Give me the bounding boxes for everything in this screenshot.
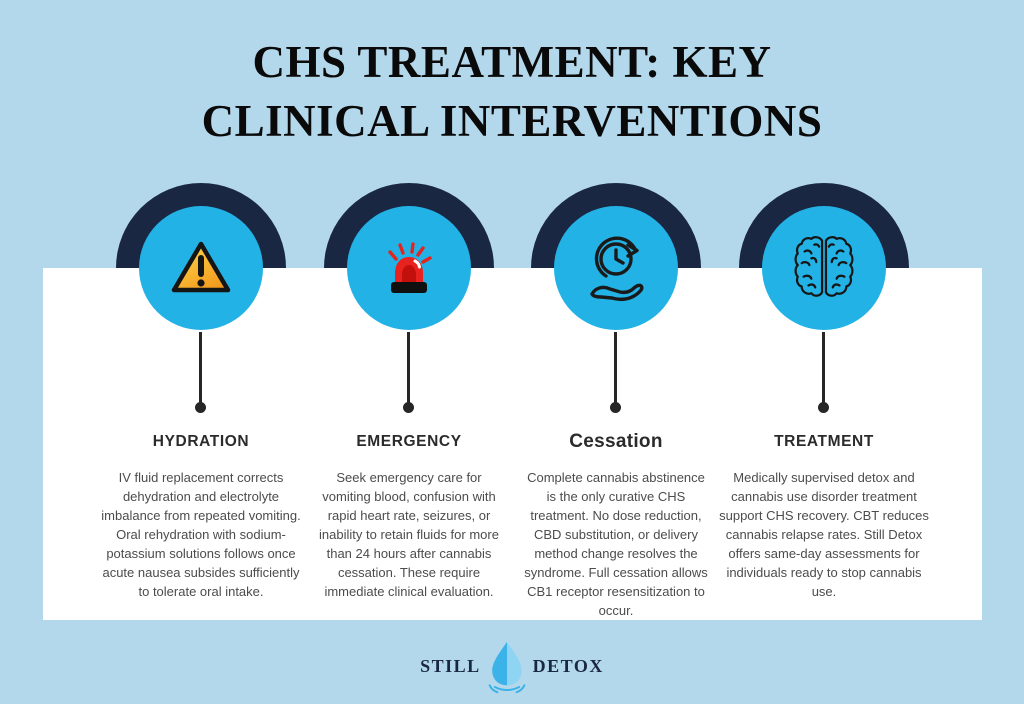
section-title-hydration: HYDRATION: [152, 433, 250, 450]
logo-word-detox: DETOX: [532, 655, 604, 676]
connector-stem: [614, 332, 617, 404]
column-cessation: Cessation Complete cannabis abstinence i…: [506, 183, 726, 618]
page-title: CHS TREATMENT: KEY CLINICAL INTERVENTION…: [0, 33, 1024, 151]
column-treatment: TREATMENT Medically supervised detox and…: [714, 183, 934, 613]
connector-dot: [195, 402, 206, 413]
page-title-line2: CLINICAL INTERVENTIONS: [201, 96, 823, 146]
brain-icon: [794, 236, 854, 297]
column-emergency: EMERGENCY Seek emergency care for vomiti…: [299, 183, 519, 613]
section-body-treatment: Medically supervised detox and cannabis …: [719, 470, 929, 599]
section-title-treatment: TREATMENT: [774, 433, 874, 450]
connector-dot: [403, 402, 414, 413]
section-body-hydration: IV fluid replacement corrects dehydratio…: [101, 470, 301, 599]
section-title-cessation: Cessation: [569, 431, 663, 452]
connector-stem: [199, 332, 202, 404]
section-body-emergency: Seek emergency care for vomiting blood, …: [319, 470, 499, 599]
logo-word-still: STILL: [420, 655, 481, 676]
icon-bubble: [139, 206, 263, 330]
section-title-emergency: EMERGENCY: [356, 433, 462, 450]
page-title-line1: CHS TREATMENT: KEY: [252, 37, 772, 87]
icon-bubble: [347, 206, 471, 330]
still-detox-logo: STILL DETOX: [0, 636, 1024, 696]
water-droplet-icon: [488, 641, 526, 694]
connector-stem: [407, 332, 410, 404]
column-hydration: HYDRATION IV fluid replacement corrects …: [91, 183, 311, 613]
warning-triangle-icon: [171, 241, 231, 293]
connector-stem: [822, 332, 825, 404]
icon-bubble: [554, 206, 678, 330]
emergency-siren-icon: [388, 242, 432, 293]
icon-bubble: [762, 206, 886, 330]
connector-dot: [610, 402, 621, 413]
section-body-cessation: Complete cannabis abstinence is the only…: [524, 470, 708, 618]
connector-dot: [818, 402, 829, 413]
clock-hand-icon: [590, 236, 644, 302]
